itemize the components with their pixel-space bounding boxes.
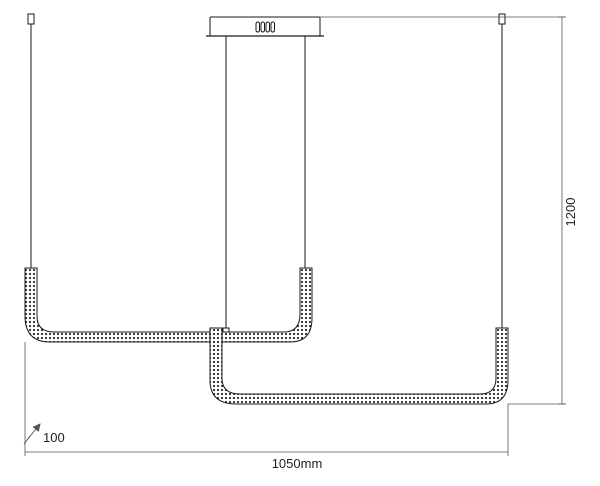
ceiling-canopy: [206, 16, 324, 37]
depth-dimension: [23, 423, 41, 445]
height-label: 1200: [563, 198, 578, 227]
gripper-left: [27, 13, 35, 25]
depth-label: 100: [43, 430, 65, 445]
width-label: 1050mm: [272, 456, 323, 471]
width-dimension: [24, 342, 509, 456]
gripper-right: [498, 13, 506, 25]
lamp-bar-upper: [24, 267, 313, 343]
cable-grippers: [27, 13, 506, 339]
height-dimension: [320, 16, 566, 405]
suspension-cables: [30, 24, 503, 328]
canopy-vent-icon: [255, 21, 275, 33]
